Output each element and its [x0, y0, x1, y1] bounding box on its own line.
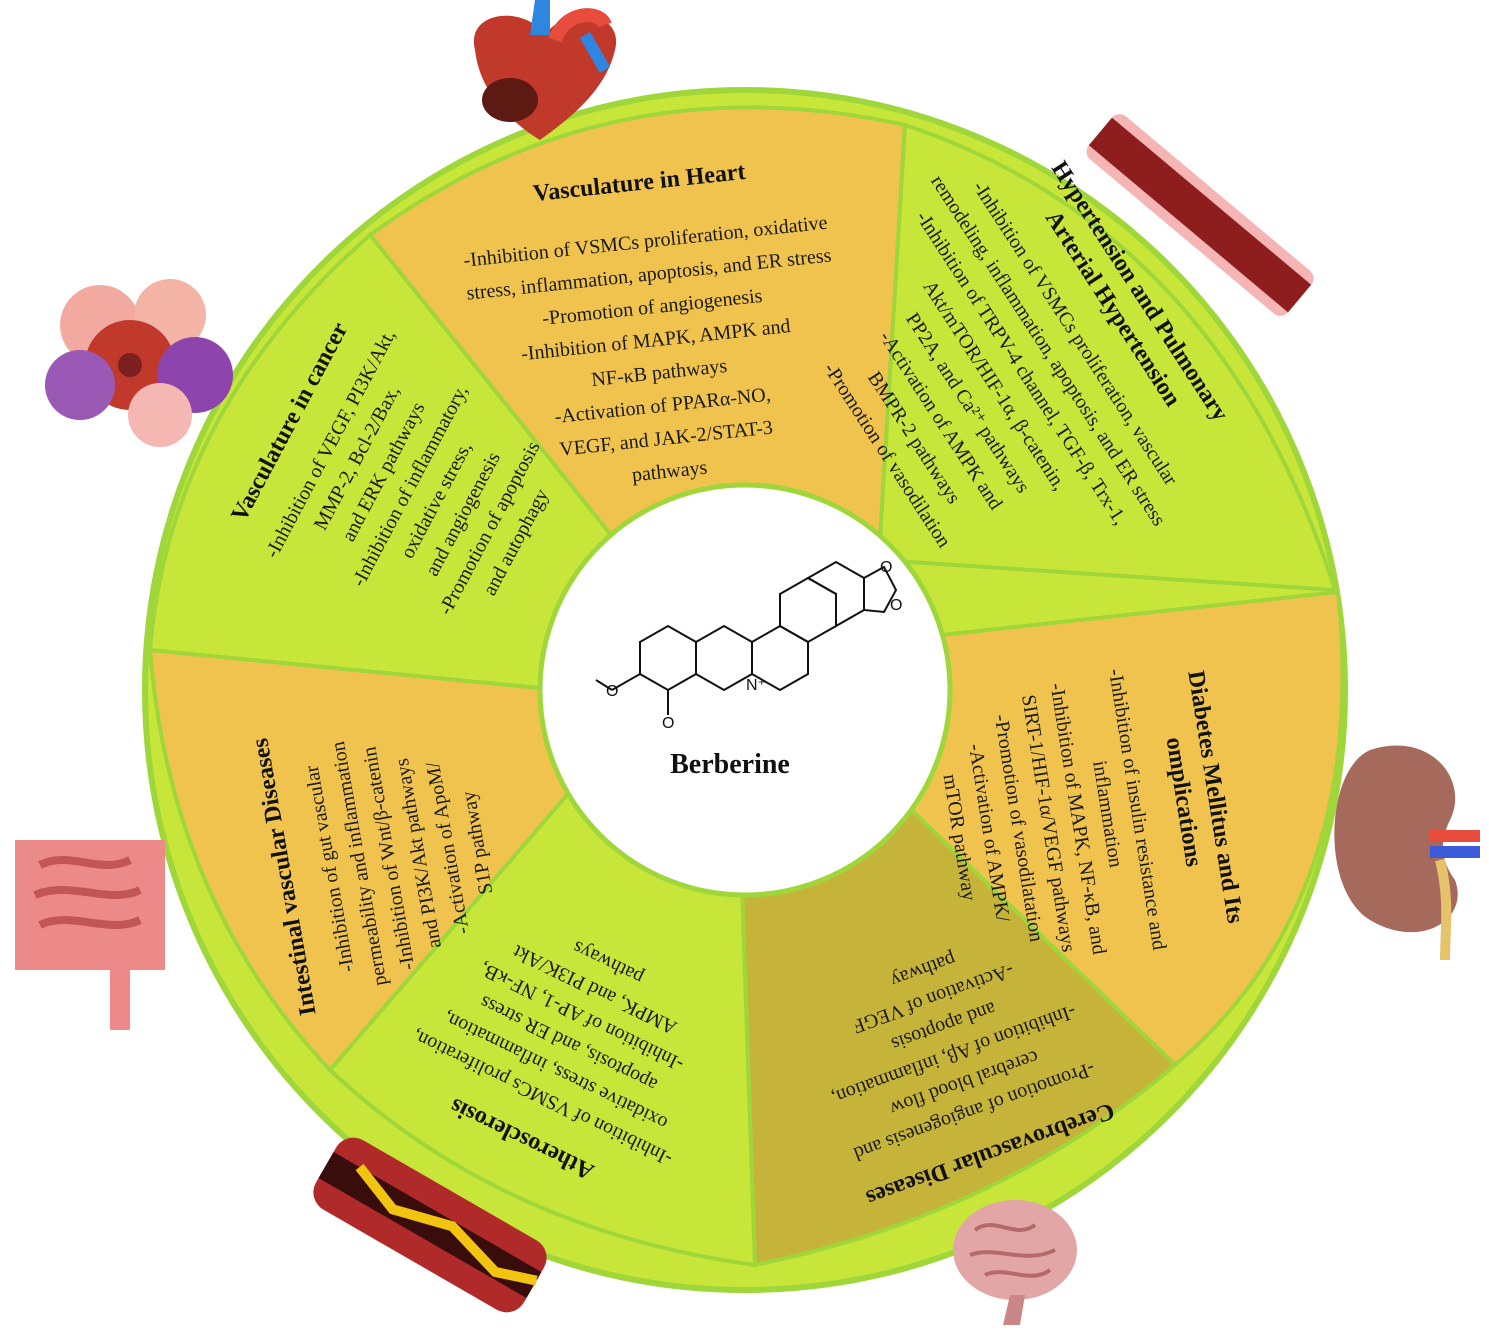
heart-icon	[473, 0, 617, 140]
center-circle	[537, 482, 953, 898]
segment-hypertension-lines: -Inhibition of VSMCs proliferation, vasc…	[819, 171, 1182, 551]
nitrogen-label: N⁺	[746, 677, 766, 694]
oxygen-label-1: O	[606, 683, 618, 700]
artery-icon	[1086, 114, 1314, 316]
oxygen-label-4: O	[890, 597, 902, 614]
intestine-icon	[15, 840, 165, 1030]
segment-intestinal-lines: -Inhibition of gut vascularpermeability …	[301, 740, 498, 988]
brain-icon	[953, 1200, 1077, 1325]
tumor-cells-icon	[45, 279, 233, 447]
berberine-structure-icon	[595, 560, 898, 715]
center-label: Berberine	[670, 749, 790, 780]
oxygen-label-3: O	[880, 559, 892, 576]
kidney-icon	[1334, 745, 1480, 961]
oxygen-label-2: O	[662, 715, 674, 732]
segment-cerebro: Cerebrovascular Diseases -Promotion of a…	[829, 948, 1118, 1211]
plaque-artery-icon	[313, 1137, 547, 1313]
